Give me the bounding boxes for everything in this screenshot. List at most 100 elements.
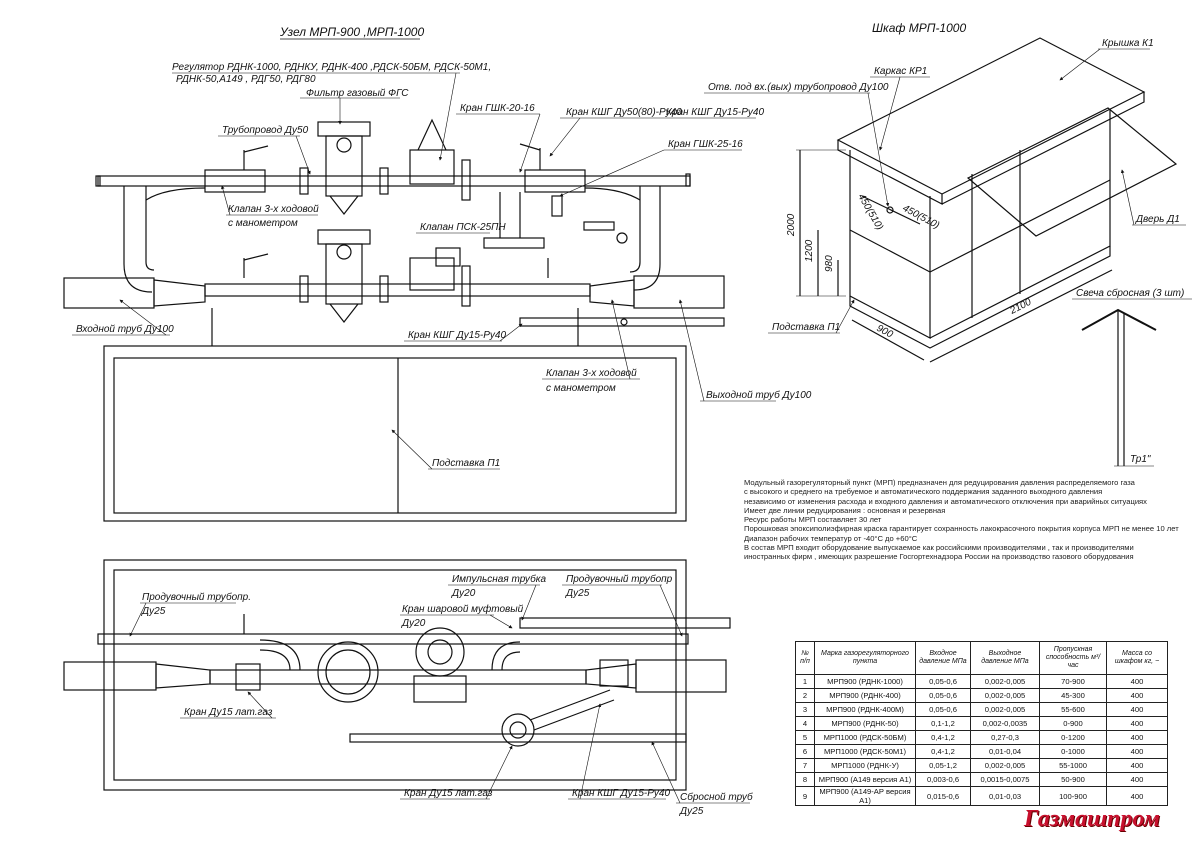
table-cell: 0-1000 — [1039, 744, 1107, 759]
table-cell: 0,4-1,2 — [915, 730, 971, 745]
note-line: В состав МРП входит оборудование выпуска… — [744, 543, 1134, 553]
table-cell: 8 — [795, 772, 815, 787]
table-cell: МРП1000 (РДНК-У) — [814, 758, 916, 773]
label-valve-psk: Клапан ПСК-25ПН — [420, 222, 506, 233]
label-cab-tp: Тр1" — [1130, 454, 1151, 465]
table-cell: 400 — [1106, 758, 1168, 773]
cabinet-door — [966, 107, 1178, 237]
col-header-capacity: Пропускная способность м³/час — [1039, 641, 1107, 675]
table-cell: 9 — [795, 786, 815, 806]
cabinet-title: Шкаф МРП-1000 — [872, 21, 966, 35]
col-header-output: Выходное давление МПа — [970, 641, 1040, 675]
table-cell: 0-1200 — [1039, 730, 1107, 745]
table-cell: 0,0015-0,0075 — [970, 772, 1040, 787]
label-ball-valve-1: Кран шаровой муфтовый — [402, 603, 524, 615]
label-relief-2: Ду25 — [679, 806, 704, 817]
node-plan — [63, 559, 731, 791]
table-cell: 400 — [1106, 744, 1168, 759]
label-valve3b-2: с манометром — [546, 383, 616, 394]
table-cell: 400 — [1106, 674, 1168, 689]
label-purge-1: Продувочный трубопр. — [142, 591, 251, 603]
label-relief-1: Сбросной труб — [680, 791, 753, 803]
table-cell: МРП900 (РДНК-400) — [814, 688, 916, 703]
note-line: с высокого и среднего на требуемое и авт… — [744, 487, 1103, 497]
table-cell: 0,27-0,3 — [970, 730, 1040, 745]
table-cell: 7 — [795, 758, 815, 773]
label-impulse-2: Ду20 — [451, 588, 476, 599]
table-cell: 2 — [795, 688, 815, 703]
node-elevation — [63, 118, 725, 522]
note-line: иностранных фирм , имеющих разрешение Го… — [744, 552, 1134, 562]
cabinet-lid — [836, 37, 1146, 195]
table-cell: 6 — [795, 744, 815, 759]
label-cab-door: Дверь Д1 — [1135, 214, 1180, 225]
table-cell: 5 — [795, 730, 815, 745]
dim-2000: 2000 — [786, 213, 797, 237]
table-cell: 0,05-1,2 — [915, 758, 971, 773]
note-line: независимо от изменения расхода и входно… — [744, 496, 1147, 506]
label-valve-ggk25: Кран ГШК-25-16 — [668, 139, 743, 150]
label-filter: Фильтр газовый ФГС — [306, 88, 409, 99]
label-regulator-2: РДНК-50,А149 , РДГ50, РДГ80 — [176, 74, 316, 85]
table-cell: 0,002-0,005 — [970, 688, 1040, 703]
table-cell: 0,002-0,005 — [970, 674, 1040, 689]
col-header-input: Входное давление МПа — [915, 641, 971, 675]
spec-table: № п/п Марка газорегуляторного пункта Вхо… — [795, 641, 1168, 806]
label-purge2-1: Продувочный трубопр — [566, 573, 673, 585]
label-cab-candle: Свеча сбросная (3 шт) — [1076, 287, 1184, 299]
table-cell: 0,003-0,6 — [915, 772, 971, 787]
label-stand-p1: Подставка П1 — [432, 458, 500, 469]
label-valve-ggk20: Кран ГШК-20-16 — [460, 103, 535, 114]
table-cell: 0,002-0,0035 — [970, 716, 1040, 731]
table-cell: МРП900 (РДНК-50) — [814, 716, 916, 731]
label-valve3-2: с манометром — [228, 218, 298, 229]
table-cell: 0,1-1,2 — [915, 716, 971, 731]
note-line: Имеет две линии редуцирования : основная… — [744, 505, 946, 515]
table-cell: МРП900 (А149-АР версия А1) — [814, 786, 916, 806]
table-cell: 0,05-0,6 — [915, 702, 971, 717]
label-outlet-pipe: Выходной труб Ду100 — [706, 389, 812, 401]
table-cell: 0,01-0,04 — [970, 744, 1040, 759]
label-purge-2: Ду25 — [141, 606, 166, 617]
label-inlet-pipe: Входной труб Ду100 — [76, 323, 174, 335]
table-cell: 100-900 — [1039, 786, 1107, 806]
table-cell: МРП900 (РДНК-400М) — [814, 702, 916, 717]
label-ball-valve-2: Ду20 — [401, 618, 426, 629]
table-cell: МРП900 (РДНК-1000) — [814, 674, 916, 689]
label-purge2-2: Ду25 — [565, 588, 590, 599]
table-cell: 50-900 — [1039, 772, 1107, 787]
dim-900: 900 — [875, 323, 895, 341]
note-line: Модульный газорегуляторный пункт (МРП) п… — [744, 478, 1135, 487]
table-cell: 0,4-1,2 — [915, 744, 971, 759]
note-line: Диапазон рабочих температур от -40°С до … — [744, 533, 918, 543]
label-valve-kshg15-c: Кран КШГ Ду15-Ру40 — [572, 788, 670, 799]
table-cell: 1 — [795, 674, 815, 689]
label-valve3b-1: Клапан 3-х ходовой — [546, 368, 637, 379]
note-line: Порошковая эпоксиполиэфирная краска гара… — [744, 524, 1179, 534]
label-cab-stand: Подставка П1 — [772, 322, 840, 333]
label-impulse-1: Импульсная трубка — [452, 573, 546, 585]
label-valve-du15-b: Кран Ду15 лат.газ — [404, 788, 493, 799]
table-cell: 400 — [1106, 730, 1168, 745]
table-cell: 4 — [795, 716, 815, 731]
label-valve-kshg50: Кран КШГ Ду50(80)-Ру40 — [566, 107, 682, 118]
table-cell: 55-600 — [1039, 702, 1107, 717]
table-cell: 400 — [1106, 716, 1168, 731]
label-cab-lid: Крышка К1 — [1102, 38, 1154, 49]
dim-opening-1: 450(510) — [855, 192, 885, 232]
col-header-num: № п/п — [795, 641, 815, 675]
col-header-mass: Масса со шкафом кг, ~ — [1106, 641, 1168, 675]
label-valve3-1: Клапан 3-х ходовой — [228, 204, 319, 215]
table-cell: 0,002-0,005 — [970, 758, 1040, 773]
table-cell: МРП1000 (РДСК-50М1) — [814, 744, 916, 759]
dim-980: 980 — [824, 255, 835, 272]
